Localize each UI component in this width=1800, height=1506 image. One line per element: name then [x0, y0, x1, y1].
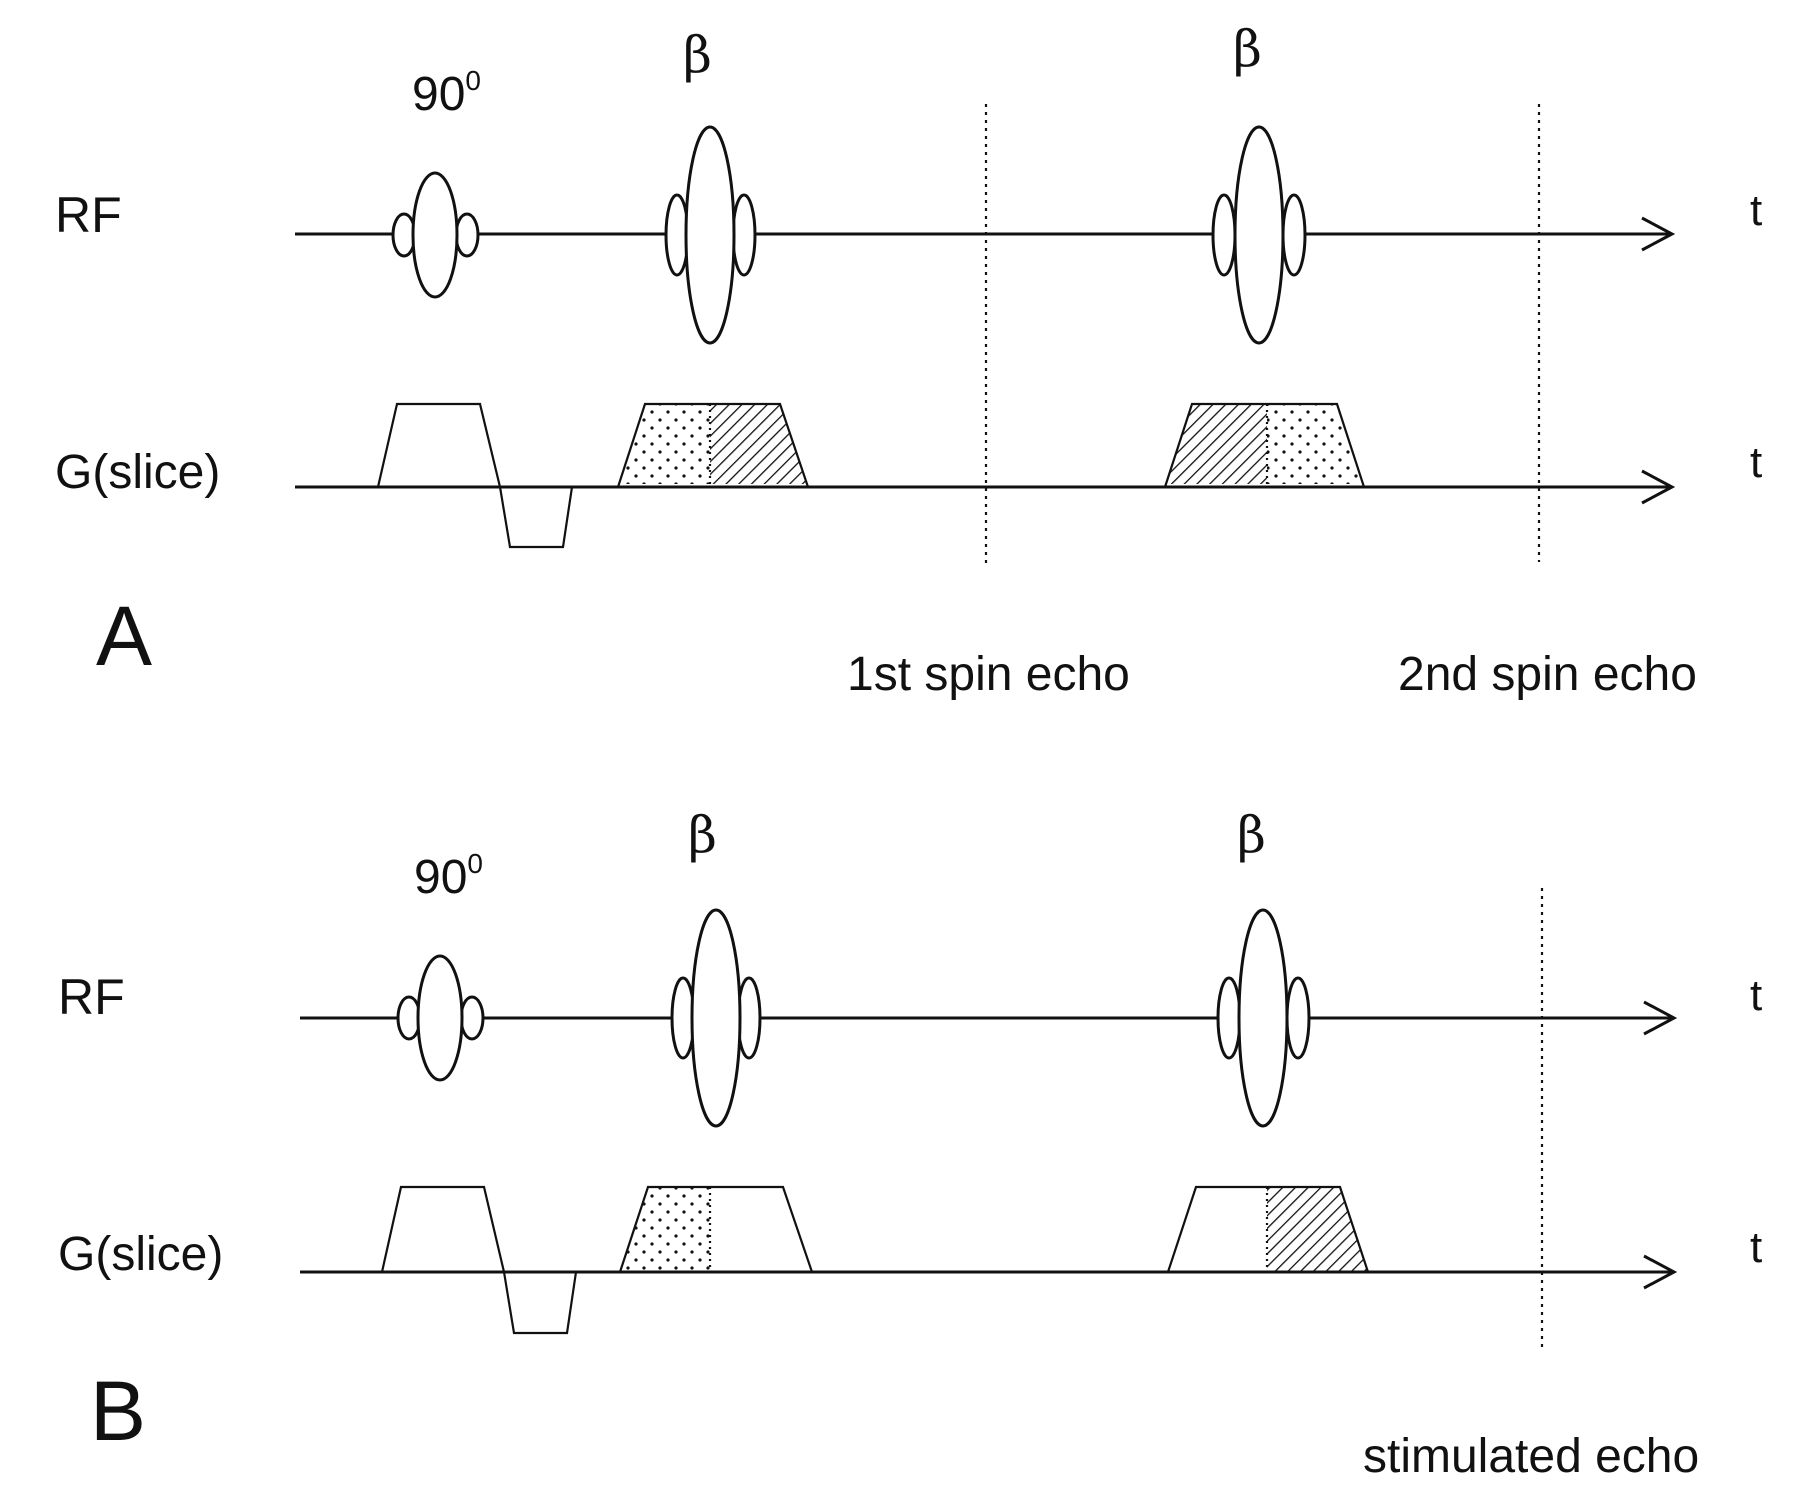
excitation-label: 900 — [412, 65, 481, 121]
refocus-gradient-2 — [1163, 402, 1366, 488]
time-axis-label: t — [1750, 1223, 1762, 1272]
arrow-head — [1641, 216, 1676, 252]
refocus-gradient-1 — [618, 1185, 814, 1273]
gradient-label: G(slice) — [55, 446, 220, 499]
excitation-pulse — [391, 171, 480, 299]
excitation-pulse — [396, 954, 485, 1082]
refocus-pulse-2 — [1216, 908, 1311, 1128]
echo-label: 2nd spin echo — [1398, 648, 1697, 701]
refocus-pulse-1 — [664, 125, 757, 345]
panel-a: RF G(slice) A t t 900 β β — [55, 20, 1762, 701]
arrow-head — [1641, 469, 1676, 505]
rf-label: RF — [55, 187, 122, 243]
gradient-label: G(slice) — [58, 1228, 223, 1281]
echo-label: stimulated echo — [1363, 1430, 1699, 1483]
slice-select-gradient — [380, 1185, 578, 1335]
refocus-label-2: β — [1233, 20, 1262, 78]
time-axis-label: t — [1750, 438, 1762, 487]
panel-label: B — [90, 1364, 146, 1458]
refocus-pulse-2 — [1211, 125, 1307, 345]
refocus-label-2: β — [1237, 806, 1266, 864]
refocus-label-1: β — [688, 806, 717, 864]
rf-label: RF — [58, 969, 125, 1025]
time-axis-label: t — [1750, 971, 1762, 1020]
refocus-pulse-1 — [670, 908, 762, 1128]
refocus-gradient-2 — [1166, 1185, 1370, 1273]
panel-label: A — [96, 589, 152, 683]
arrow-head — [1643, 1254, 1678, 1290]
time-axis-label: t — [1750, 186, 1762, 235]
panel-b: RF G(slice) B t t 900 β β — [58, 806, 1762, 1483]
excitation-label: 900 — [414, 848, 483, 904]
refocus-label-1: β — [683, 26, 712, 84]
refocus-gradient-1 — [616, 402, 810, 488]
slice-select-gradient — [376, 402, 574, 549]
echo-label: 1st spin echo — [847, 648, 1130, 701]
arrow-head — [1643, 1000, 1678, 1036]
